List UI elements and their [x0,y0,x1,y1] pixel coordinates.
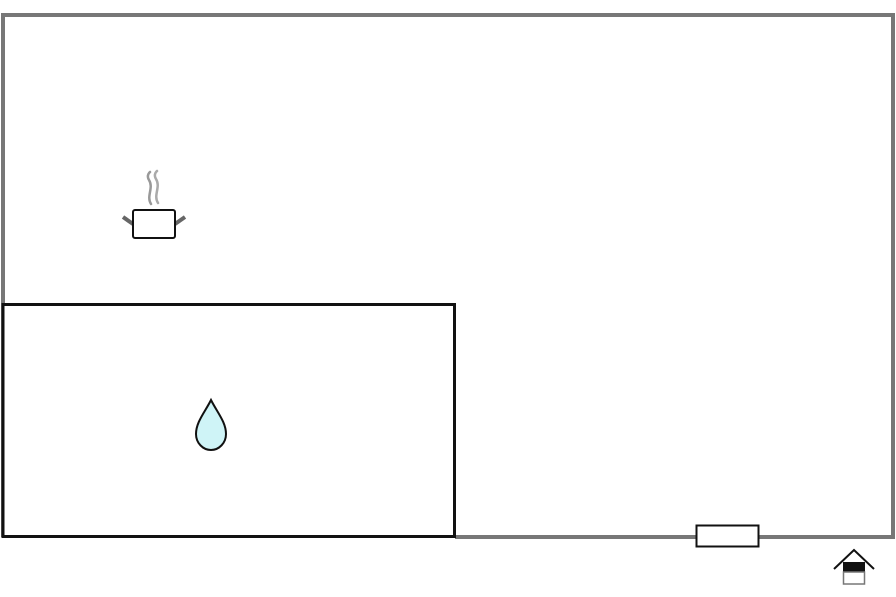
home-entrance-icon[interactable] [833,548,875,585]
cooking-pot-icon[interactable] [121,169,187,239]
door-icon[interactable] [695,524,760,548]
water-drop-icon[interactable] [194,397,228,452]
room-wet-area[interactable] [1,303,456,538]
